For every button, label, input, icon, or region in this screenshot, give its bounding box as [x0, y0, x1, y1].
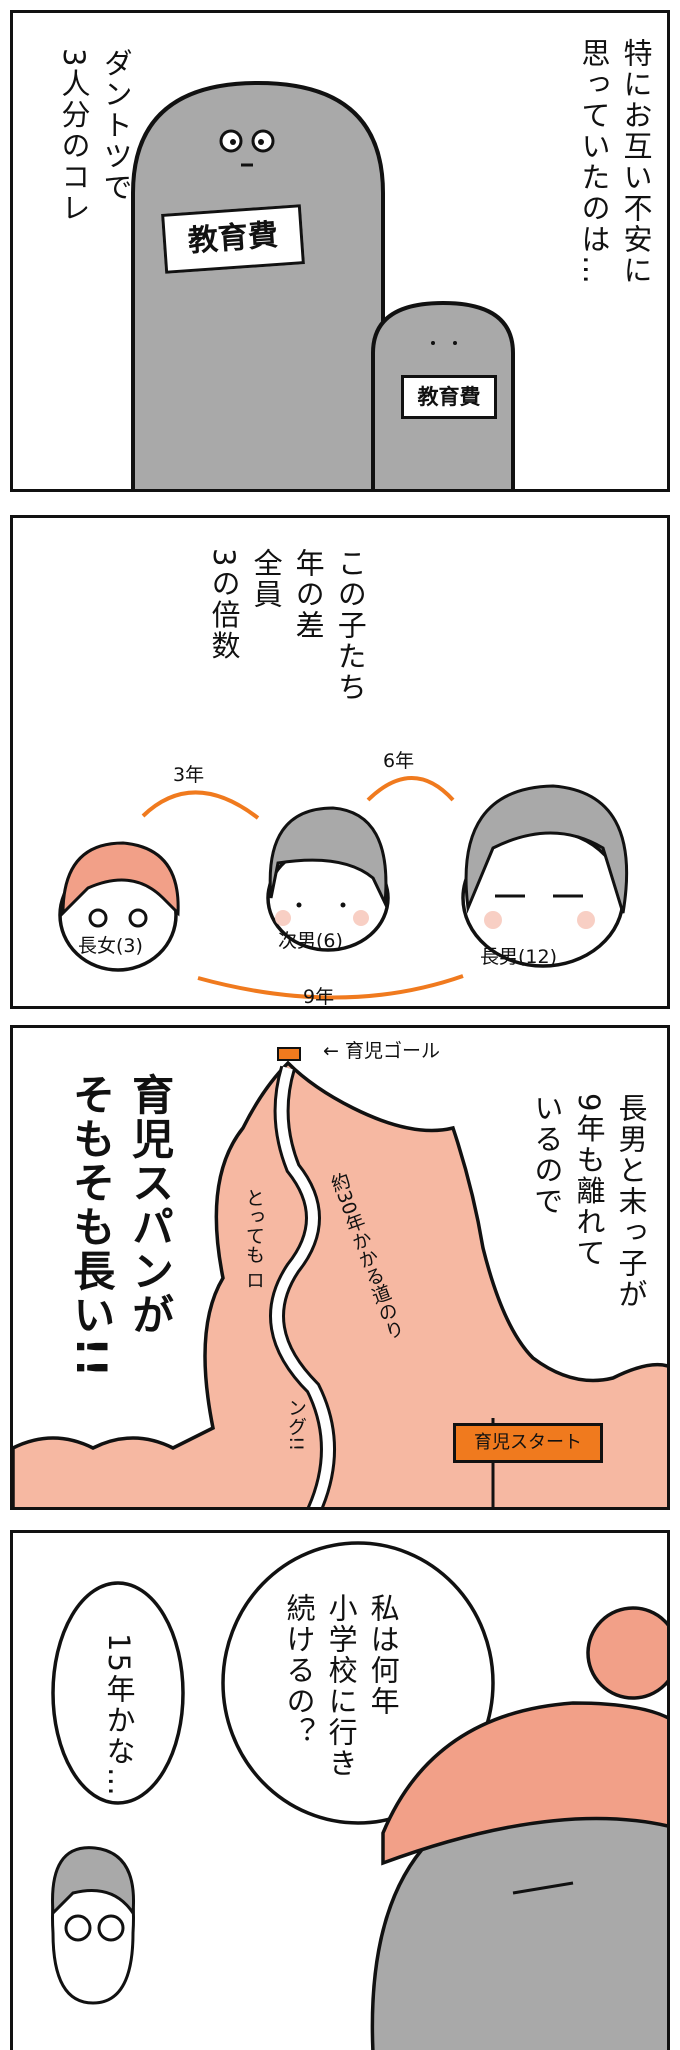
narration-text: 特にお互い不安に 思っていたのは…: [573, 38, 657, 286]
label-eldest-son: 長男(12): [480, 946, 558, 968]
conversation-art: [51, 1541, 667, 2050]
panel-1: 特にお互い不安に 思っていたのは… ダントツで 3人分のコレ 教育費 教育費: [10, 10, 670, 492]
caption-line: 3人分のコレ: [57, 48, 92, 224]
start-sign: 育児スタート: [453, 1423, 603, 1463]
long-label-bottom: ング!!: [285, 1398, 307, 1452]
gap-label-3: 3年: [173, 764, 205, 786]
caption-text: ダントツで 3人分のコレ: [53, 48, 137, 223]
narration-text: この子たち 年の差 全員 3の倍数: [203, 548, 371, 703]
label-eldest-daughter: 長女(3): [78, 935, 143, 957]
parenting-road-mountain: [13, 1047, 667, 1507]
children-faces: [58, 776, 629, 1000]
narration-line: いるので: [529, 1093, 564, 1217]
father-speech: 15年かな…: [102, 1633, 137, 1798]
speech-line: 小学校に行き: [324, 1593, 359, 1779]
narration-line: 思っていたのは…: [576, 38, 611, 286]
gap-label-6: 6年: [383, 750, 415, 772]
panel-2: この子たち 年の差 全員 3の倍数 3年 6年 9年 長女(3) 次男(6) 長…: [10, 515, 670, 1009]
narration-line: 特にお互い不安に: [619, 38, 653, 286]
panel-3: 長男と末っ子が 9年も離れて いるので 育児スパンが そもそも長い!! ← 育児…: [10, 1025, 670, 1510]
caption-line: ダントツで: [99, 48, 134, 203]
label-second-son: 次男(6): [278, 930, 343, 952]
panel-4: 私は何年 小学校に行き 続けるの？ 15年かな…: [10, 1530, 670, 2050]
sign-big: 教育費: [161, 204, 305, 274]
headline-line: そもそも長い!!: [66, 1073, 116, 1380]
narration-line: 年の差: [291, 548, 326, 641]
mother-speech: 私は何年 小学校に行き 続けるの？: [278, 1593, 404, 1779]
narration-line: この子たち: [333, 548, 368, 703]
gap-label-9: 9年: [303, 986, 335, 1008]
goal-label: ← 育児ゴール: [323, 1040, 440, 1062]
narration-line: 3の倍数: [207, 548, 242, 662]
narration-text: 長男と末っ子が 9年も離れて いるので: [526, 1093, 652, 1310]
narration-line: 長男と末っ子が: [614, 1093, 648, 1310]
speech-line: 続けるの？: [282, 1593, 317, 1748]
speech-line: 私は何年: [366, 1593, 401, 1717]
headline-text: 育児スパンが そもそも長い!!: [61, 1073, 179, 1379]
narration-line: 9年も離れて: [571, 1093, 606, 1269]
headline-line: 育児スパンが: [125, 1073, 175, 1337]
narration-line: 全員: [249, 548, 284, 610]
sign-small: 教育費: [401, 375, 497, 419]
long-label-top: とっても ロ: [243, 1188, 265, 1290]
